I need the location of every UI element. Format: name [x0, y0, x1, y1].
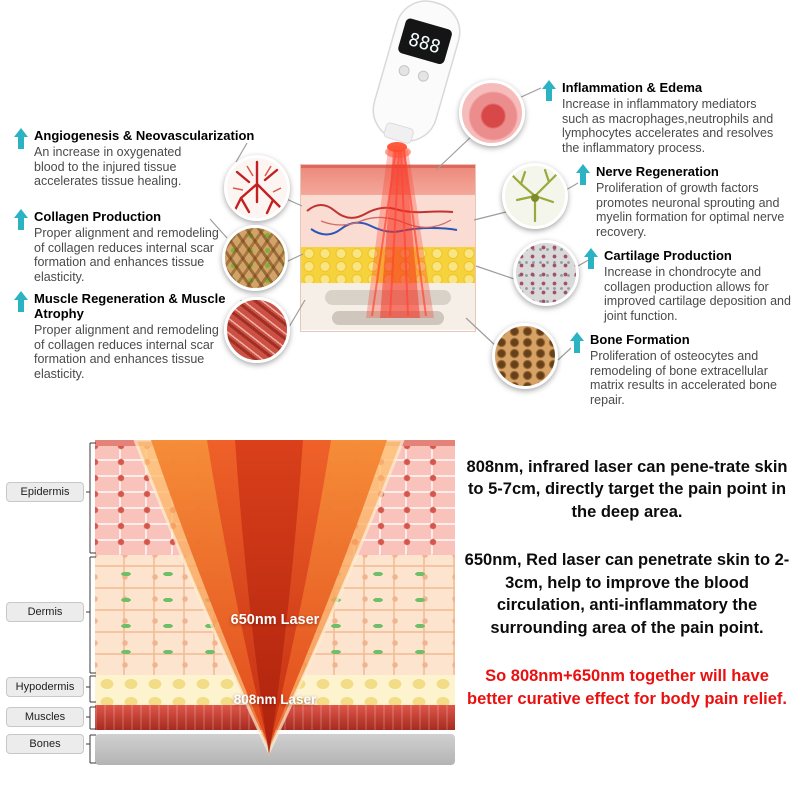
skin-dermis-layer	[301, 195, 475, 247]
bone-micrograph	[492, 323, 558, 389]
layer-label-muscles: Muscles	[6, 707, 84, 727]
skin-epidermis-layer	[301, 165, 475, 195]
benefit-body: Proper alignment and remodeling of colla…	[34, 323, 219, 381]
increase-arrow-icon	[576, 164, 590, 188]
label-808nm-laser: 808nm Laser	[233, 692, 317, 707]
layer-label-hypodermis: Hypodermis	[6, 677, 84, 697]
layer-label-dermis: Dermis	[6, 602, 84, 622]
increase-arrow-icon	[14, 128, 28, 152]
increase-arrow-icon	[14, 209, 28, 233]
benefit-inflammation: Inflammation & Edema Increase in inflamm…	[542, 80, 794, 156]
nerve-micrograph	[502, 163, 568, 229]
benefit-title: Angiogenesis & Neovascularization	[34, 128, 255, 143]
skin-cross-section	[300, 164, 476, 332]
benefit-body: Proliferation of growth factors promotes…	[596, 181, 785, 239]
diagram-muscles-layer	[95, 705, 455, 730]
muscle-micrograph	[224, 297, 290, 363]
increase-arrow-icon	[542, 80, 556, 104]
label-650nm-laser: 650nm Laser	[230, 612, 320, 628]
diagram-epidermis-layer	[95, 440, 455, 555]
benefit-title: Inflammation & Edema	[562, 80, 703, 95]
device-button	[417, 70, 429, 82]
skin-bone-layer	[301, 283, 475, 330]
inflammation-micrograph	[459, 80, 525, 146]
benefit-title: Cartilage Production	[604, 248, 732, 263]
benefit-title: Bone Formation	[590, 332, 690, 347]
benefit-bone: Bone Formation Proliferation of osteocyt…	[570, 332, 798, 408]
increase-arrow-icon	[14, 291, 28, 315]
benefit-body: Proliferation of osteocytes and remodeli…	[590, 349, 777, 407]
benefit-title: Muscle Regeneration & Muscle Atrophy	[34, 291, 226, 321]
laser-aperture-glow	[387, 142, 407, 152]
cartilage-micrograph	[513, 240, 579, 306]
benefit-body: An increase in oxygenated blood to the i…	[34, 145, 182, 189]
benefit-collagen: Collagen Production Proper alignment and…	[14, 209, 264, 285]
benefit-nerve: Nerve Regeneration Proliferation of grow…	[576, 164, 798, 240]
penetration-depth-diagram: 650nm Laser 808nm Laser	[95, 440, 455, 765]
description-650nm: 650nm, Red laser can penetrate skin to 2…	[464, 551, 790, 637]
benefit-body: Increase in chondrocyte and collagen pro…	[604, 265, 791, 323]
description-combined: So 808nm+650nm together will have better…	[467, 667, 787, 708]
description-808nm: 808nm, infrared laser can pene-trate ski…	[466, 458, 788, 521]
benefit-title: Collagen Production	[34, 209, 162, 224]
device-button	[398, 65, 410, 77]
increase-arrow-icon	[570, 332, 584, 356]
benefit-angiogenesis: Angiogenesis & Neovascularization An inc…	[14, 128, 264, 189]
collagen-micrograph	[222, 225, 288, 291]
diagram-bones-layer	[95, 734, 455, 765]
blood-vessels-illustration	[306, 204, 458, 236]
device-display-digits: 888	[406, 29, 443, 58]
increase-arrow-icon	[584, 248, 598, 272]
benefit-body: Increase in inflammatory mediators such …	[562, 97, 774, 155]
benefit-title: Nerve Regeneration	[596, 164, 719, 179]
benefit-body: Proper alignment and remodeling of colla…	[34, 226, 219, 284]
layer-label-bones: Bones	[6, 734, 84, 754]
skin-fat-layer	[301, 247, 475, 283]
benefit-muscle: Muscle Regeneration & Muscle Atrophy Pro…	[14, 291, 264, 382]
description-column: 808nm, infrared laser can pene-trate ski…	[462, 456, 792, 736]
device-display	[398, 18, 452, 65]
layer-label-epidermis: Epidermis	[6, 482, 84, 502]
benefit-cartilage: Cartilage Production Increase in chondro…	[584, 248, 798, 324]
vascular-micrograph	[224, 155, 290, 221]
